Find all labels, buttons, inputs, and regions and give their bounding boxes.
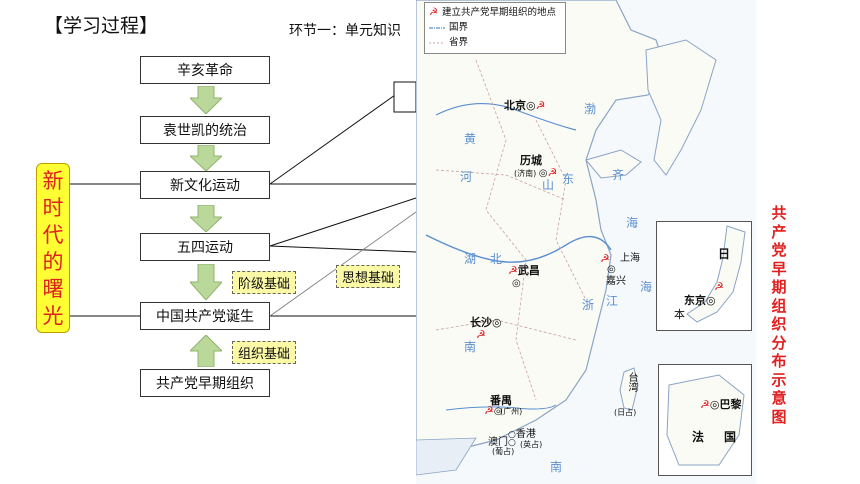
jiaxing-dot: ◎ xyxy=(607,264,616,275)
hammer-sickle-icon: ☭ xyxy=(476,328,486,341)
dongjing-marker: ☭ xyxy=(714,280,724,293)
label-south-nan: 南 xyxy=(550,460,563,474)
tag-class-basis: 阶级基础 xyxy=(232,271,297,294)
hammer-sickle-icon: ☭ xyxy=(429,7,438,18)
label-hai: 海 xyxy=(626,216,639,230)
hammer-sickle-icon: ☭ xyxy=(714,280,724,293)
label-bei: 北 xyxy=(490,252,503,266)
city-dot-icon: ◎ xyxy=(526,99,536,112)
label-fa: 法 xyxy=(692,430,705,444)
city-beijing: 北京◎☭ xyxy=(504,99,546,112)
city-shanghai: 上海 xyxy=(620,253,640,264)
hammer-sickle-icon: ☭ xyxy=(508,264,518,277)
label-hu: 湖 xyxy=(464,252,477,266)
hammer-sickle-icon: ☭ xyxy=(547,166,558,179)
region-taiwan: 台湾 xyxy=(626,372,637,392)
tag-thought-basis: 思想基础 xyxy=(336,265,401,288)
label-guo: 国 xyxy=(724,430,737,444)
city-panyu: 番禺 xyxy=(490,394,512,407)
arrow-down-icon xyxy=(190,86,222,114)
label-ben: 本 xyxy=(674,308,685,321)
japan-inset xyxy=(656,221,752,331)
label-dong: 东 xyxy=(562,172,575,186)
france-outline xyxy=(666,374,745,466)
city-dot-icon: ◎ xyxy=(512,278,521,289)
city-licheng: 历城 xyxy=(520,154,542,167)
city-dot-icon: ◎ xyxy=(706,294,716,307)
flow-box-yuan-shikai-rule: 袁世凯的统治 xyxy=(140,116,270,144)
city-dot-icon: ◎ xyxy=(493,406,503,417)
city-dot-icon: ○ xyxy=(508,430,516,440)
label-nan: 南 xyxy=(464,340,477,354)
label-ri: 日 xyxy=(718,247,731,261)
national-border-icon xyxy=(429,26,445,29)
map-title-vertical: 共产党早期组织分布示意图 xyxy=(771,204,787,426)
panyu-marker: ☭◎ xyxy=(484,404,503,417)
tag-organization-basis: 组织基础 xyxy=(232,341,297,364)
city-dot-icon: ◎ xyxy=(607,264,616,275)
flow-box-new-culture-movement: 新文化运动 xyxy=(140,171,270,199)
flow-box-xinhai-revolution: 辛亥革命 xyxy=(140,56,270,84)
label-east-sea: 海 xyxy=(640,280,653,294)
city-yingzhan: (英占) xyxy=(520,440,543,449)
city-dot-icon: ◎ xyxy=(538,168,548,179)
map-legend: ☭ 建立共产党早期组织的地点 国界 省界 xyxy=(424,2,566,54)
city-aomen: 澳门○ xyxy=(488,437,516,448)
city-dongjing: 东京◎ xyxy=(684,294,716,307)
city-changsha: 长沙◎ xyxy=(470,316,502,329)
label-jiang: 江 xyxy=(606,294,619,308)
flow-box-may-fourth-movement: 五四运动 xyxy=(140,233,270,261)
city-wuchang-dot: ◎ xyxy=(512,278,521,289)
city-dot-icon: ◎ xyxy=(709,398,720,411)
section-subtitle: 环节一：单元知识 xyxy=(289,23,401,39)
flow-box-cpc-founding: 中国共产党诞生 xyxy=(140,302,270,330)
hammer-sickle-icon: ☭ xyxy=(700,398,710,411)
legend-row-provincial-border: 省界 xyxy=(429,35,561,50)
city-wuchang: ☭武昌 xyxy=(508,264,540,277)
legend-row-site: ☭ 建立共产党早期组织的地点 xyxy=(429,7,556,18)
arrow-down-icon xyxy=(190,264,222,300)
new-era-dawn-label: 新时代的曙光 xyxy=(36,163,70,333)
city-dot-icon: ○ xyxy=(508,438,516,448)
arrow-down-icon xyxy=(190,205,222,232)
hammer-sickle-icon: ☭ xyxy=(535,99,546,112)
city-guangzhou: (广州) xyxy=(500,407,523,416)
city-jiaxing: 嘉兴 xyxy=(606,276,626,287)
legend-row-national-border: 国界 xyxy=(429,20,561,35)
label-qi: 齐 xyxy=(612,168,625,182)
japan-outline xyxy=(686,225,746,323)
region-taiwan-note: (日占) xyxy=(614,408,637,417)
city-puzhan: (葡占) xyxy=(492,447,515,456)
label-he: 河 xyxy=(460,170,473,184)
city-xianggang: ○香港 xyxy=(508,429,536,440)
label-huang: 黄 xyxy=(464,132,477,146)
city-bali: ☭◎巴黎 xyxy=(700,398,742,411)
section-heading: 【学习过程】 xyxy=(44,15,159,37)
provincial-border-icon xyxy=(429,42,445,43)
city-dot-icon: ◎ xyxy=(492,316,502,329)
hammer-sickle-icon: ☭ xyxy=(600,252,610,265)
flow-box-early-cpc-organizations: 共产党早期组织 xyxy=(140,369,270,397)
city-jinan-note: (济南) ◎☭ xyxy=(514,166,558,179)
changsha-marker: ☭ xyxy=(476,328,486,341)
france-inset xyxy=(658,364,752,476)
hammer-sickle-icon: ☭ xyxy=(484,404,494,417)
label-zhe: 浙 xyxy=(582,298,595,312)
arrow-down-icon xyxy=(190,145,222,171)
arrow-up-icon xyxy=(190,335,222,367)
shanghai-marker: ☭ xyxy=(600,252,610,265)
label-shan: 山 xyxy=(542,178,555,192)
label-bo: 渤 xyxy=(584,102,597,116)
